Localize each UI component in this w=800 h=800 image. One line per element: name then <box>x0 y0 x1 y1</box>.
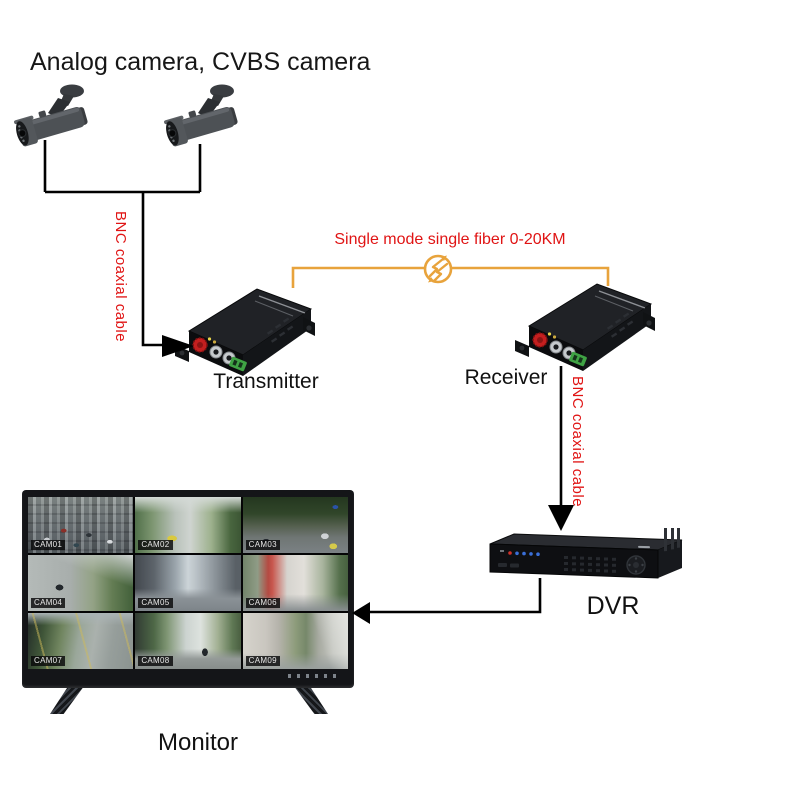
monitor-cell: CAM06 <box>242 555 348 611</box>
fiber-link-label: Single mode single fiber 0-20KM <box>334 231 566 248</box>
bnc-cable-label-top: BNC coaxial cable <box>112 211 129 343</box>
analog-camera-2-icon <box>164 84 238 147</box>
dvr-device-icon <box>489 528 683 579</box>
camera-feed-label: CAM03 <box>245 540 280 550</box>
monitor-stand-left <box>50 688 83 714</box>
bnc-cable-label-bottom: BNC coaxial cable <box>569 376 586 508</box>
left-arrowhead-icon <box>352 602 370 624</box>
monitor-buttons <box>288 674 340 678</box>
monitor-cell: CAM05 <box>135 555 241 611</box>
monitor-cell: CAM09 <box>242 613 348 669</box>
fiber-optic-icon <box>423 254 453 284</box>
transmitter-device-icon <box>175 288 315 376</box>
page-title: Analog camera, CVBS camera <box>30 48 371 76</box>
monitor-cell: CAM04 <box>28 555 134 611</box>
monitor-cell: CAM02 <box>135 497 241 553</box>
monitor-screen: CAM01 CAM02 CAM03 CAM04 CAM05 CAM06 CAM0… <box>28 497 348 669</box>
camera-feed-label: CAM01 <box>31 540 66 550</box>
monitor-label: Monitor <box>157 729 239 756</box>
camera-feed-label: CAM04 <box>31 598 66 608</box>
monitor-stand-right <box>295 688 328 714</box>
dvr-label: DVR <box>586 592 640 620</box>
transmitter-label: Transmitter <box>213 370 319 393</box>
monitor-cell: CAM01 <box>28 497 134 553</box>
analog-camera-1-icon <box>14 84 88 147</box>
receiver-label: Receiver <box>464 366 548 389</box>
camera-feed-label: CAM08 <box>138 656 173 666</box>
monitor-cell: CAM08 <box>135 613 241 669</box>
camera-feed-label: CAM06 <box>245 598 280 608</box>
monitor-cell: CAM03 <box>242 497 348 553</box>
camera-feed-label: CAM05 <box>138 598 173 608</box>
monitor-device: CAM01 CAM02 CAM03 CAM04 CAM05 CAM06 CAM0… <box>22 490 354 716</box>
monitor-cell: CAM07 <box>28 613 134 669</box>
receiver-device-icon <box>515 283 655 371</box>
camera-feed-label: CAM02 <box>138 540 173 550</box>
camera-feed-label: CAM07 <box>31 656 66 666</box>
camera-feed-label: CAM09 <box>245 656 280 666</box>
